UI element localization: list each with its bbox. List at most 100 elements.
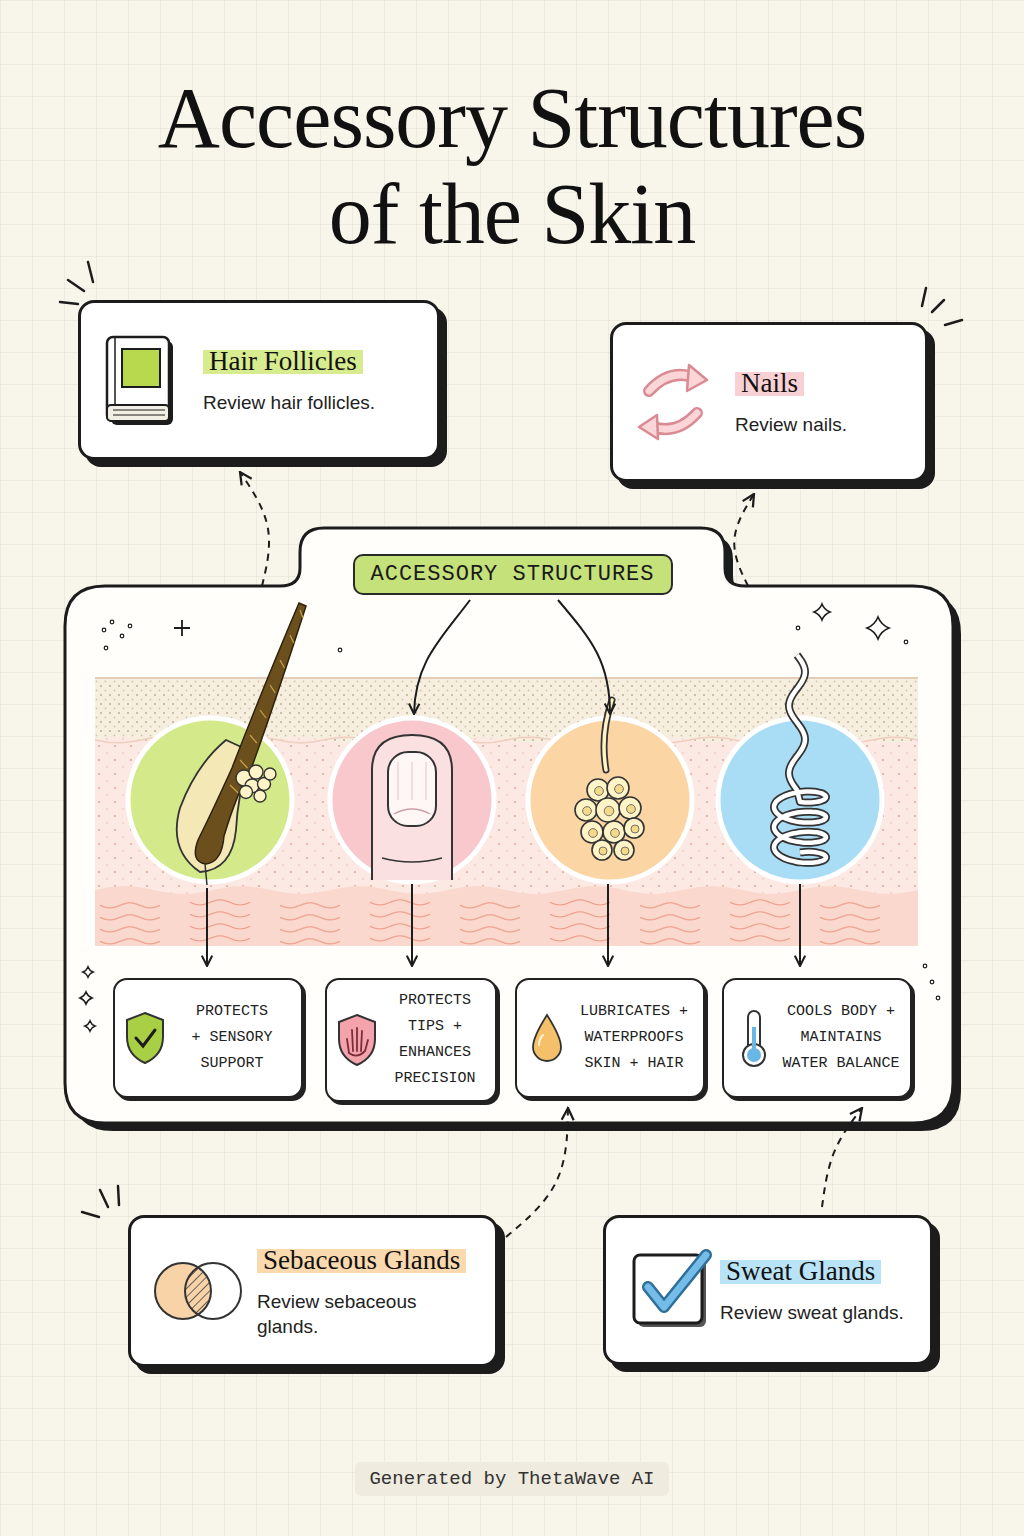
card-heading: Nails <box>735 366 804 401</box>
topic-card: Sebaceous GlandsReview sebaceous glands. <box>128 1215 498 1367</box>
structure-circle <box>330 718 494 882</box>
lobule-core <box>627 805 636 814</box>
fat-wave <box>280 903 340 908</box>
title-wrap: Accessory Structures of the Skin <box>0 70 1024 262</box>
check-outline <box>648 1255 706 1307</box>
fat-wave <box>640 903 700 908</box>
fat-wave <box>640 927 700 932</box>
function-icon <box>123 1007 167 1069</box>
book-cover <box>107 337 169 421</box>
hair-papilla-stem <box>205 864 207 885</box>
hair-texture <box>290 635 294 643</box>
epidermis-dots <box>95 678 918 743</box>
function-icon <box>335 1009 379 1071</box>
sebaceous-duct <box>604 700 612 770</box>
nail-ridge <box>398 762 399 800</box>
fat-wave <box>730 912 790 917</box>
sparkle <box>85 1021 95 1031</box>
lobule-core <box>615 785 624 794</box>
fat-wave <box>730 936 790 941</box>
fat-wave <box>370 924 430 929</box>
sparkle <box>867 617 889 639</box>
fat-wave <box>100 939 160 944</box>
venn-overlap <box>185 1267 211 1314</box>
page-line <box>113 415 165 416</box>
card-heading: Sebaceous Glands <box>257 1243 466 1278</box>
function-text: PROTECTS TIPS + ENHANCES PRECISION <box>392 988 478 1092</box>
follicle-sheath <box>177 740 252 872</box>
card-icon <box>620 1235 716 1345</box>
sebaceous-lobule <box>236 770 252 786</box>
lobule-core <box>631 825 639 833</box>
burst-stroke <box>60 302 78 304</box>
cycle-head <box>687 365 707 391</box>
burst-stroke <box>82 1212 99 1217</box>
diagram-title: Accessory Structures of the Skin <box>122 70 902 262</box>
structure-circle <box>528 718 692 882</box>
shield-check <box>136 1030 155 1046</box>
function-text: PROTECTS + SENSORY SUPPORT <box>188 999 276 1077</box>
hair-texture <box>250 735 257 743</box>
gland-lobule <box>587 779 609 801</box>
epidermis-border <box>95 737 918 743</box>
fat-wave <box>370 900 430 905</box>
sebaceous-lobule <box>249 765 263 779</box>
hair-texture <box>240 760 248 768</box>
card-text: NailsReview nails. <box>735 366 847 438</box>
sebaceous-lobule <box>254 790 266 802</box>
card-text: Sweat GlandsReview sweat glands. <box>720 1254 904 1326</box>
gland-lobule <box>603 821 625 843</box>
fat-wave <box>550 936 610 941</box>
sebaceous-lobule <box>264 768 276 780</box>
sebaceous-lobule <box>245 779 259 793</box>
sparkle-dot <box>120 634 124 638</box>
lobule-core <box>611 829 620 838</box>
fat-wave <box>190 912 250 917</box>
hair-texture <box>260 710 266 718</box>
book-spine <box>114 337 116 405</box>
fat-wave <box>190 924 250 929</box>
fat-wave <box>190 936 250 941</box>
thermometer-fill <box>747 1048 761 1062</box>
lobule-core <box>595 787 604 796</box>
sparkle-dot <box>104 646 108 650</box>
card-icon <box>95 325 191 435</box>
gland-lobule <box>581 821 603 843</box>
gland-lobule <box>607 777 629 799</box>
gland-lobule <box>624 818 644 838</box>
sparkle-dot <box>923 964 927 968</box>
fat-wave <box>550 924 610 929</box>
fat-wave <box>820 939 880 944</box>
burst-stroke <box>922 288 926 306</box>
fat-wave <box>820 927 880 932</box>
sparkle-dot <box>110 620 114 624</box>
sweat-duct <box>774 655 826 863</box>
skin-surface <box>95 677 918 679</box>
cycle-arrow-fill <box>653 413 697 429</box>
card-body: Review nails. <box>735 413 847 438</box>
book-square <box>122 349 160 387</box>
sparkle-dot <box>128 624 132 628</box>
fat-wave <box>370 912 430 917</box>
function-box: PROTECTS + SENSORY SUPPORT <box>113 978 303 1098</box>
card-icon <box>145 1236 241 1346</box>
fat-wave <box>280 927 340 932</box>
dashed-connector <box>240 472 269 586</box>
fat-wave <box>460 927 520 932</box>
fingertip <box>372 735 452 880</box>
panel-tag: ACCESSORY STRUCTURES <box>352 554 672 595</box>
sweat-duct-outline <box>774 655 826 863</box>
card-icon <box>627 347 723 457</box>
fat-wave <box>460 915 520 920</box>
shield <box>127 1013 163 1063</box>
lobule-core <box>604 806 614 816</box>
skin-panel: ACCESSORY STRUCTURES PROTECTS + SENSORY S… <box>65 528 960 1128</box>
panel-body <box>65 528 953 1123</box>
down-arrow <box>607 884 609 966</box>
hair-texture <box>280 660 285 668</box>
gland-lobule <box>575 799 597 821</box>
card-heading: Sweat Glands <box>720 1254 881 1289</box>
tag-arrow <box>414 600 470 714</box>
drop-shine <box>539 1035 543 1045</box>
label-wrap: Generated by ThetaWave AI <box>0 1462 1024 1496</box>
